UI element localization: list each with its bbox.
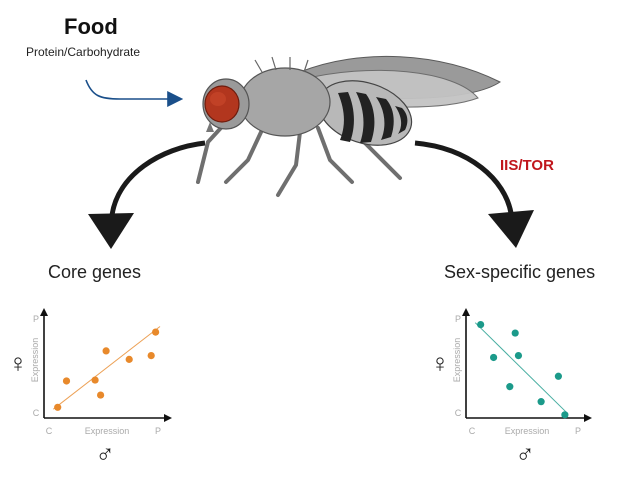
trend-line xyxy=(474,322,568,414)
y-tick-top: P xyxy=(455,314,461,324)
core-genes-chart: ♀ ♂ Expression Expression P C C P xyxy=(8,308,172,468)
right-branch-arrow xyxy=(414,140,534,248)
data-point xyxy=(537,398,545,406)
data-point xyxy=(152,328,160,336)
x-axis-arrowhead xyxy=(584,414,592,422)
y-axis-label: Expression xyxy=(30,338,40,383)
food-arrow xyxy=(85,79,184,107)
left-branch-arrow xyxy=(88,140,206,249)
data-point xyxy=(514,352,523,360)
y-axis-arrowhead xyxy=(462,308,470,316)
y-axis-arrowhead xyxy=(40,308,48,316)
x-tick-left: C xyxy=(469,426,476,436)
data-point xyxy=(554,372,562,380)
food-subtitle: Protein/Carbohydrate xyxy=(26,45,141,59)
sex-specific-genes-chart: ♀ ♂ Expression Expression P C C P xyxy=(430,308,592,468)
y-tick-bottom: C xyxy=(33,408,40,418)
fly-icon xyxy=(196,55,501,197)
x-symbol: ♂ xyxy=(95,438,115,468)
trend-line xyxy=(52,326,161,410)
food-title: Food xyxy=(64,14,118,39)
y-axis-label: Expression xyxy=(452,338,462,383)
y-symbol: ♀ xyxy=(8,348,28,378)
data-point xyxy=(477,320,485,329)
data-point xyxy=(506,383,514,391)
y-tick-bottom: C xyxy=(455,408,462,418)
x-tick-right: P xyxy=(155,426,161,436)
data-point xyxy=(97,391,105,399)
data-point xyxy=(125,355,133,363)
sex-specific-genes-title: Sex-specific genes xyxy=(444,262,596,282)
core-genes-title: Core genes xyxy=(48,262,142,282)
pathway-label: IIS/TOR xyxy=(500,157,554,174)
x-symbol: ♂ xyxy=(515,438,535,468)
data-point xyxy=(91,376,99,384)
data-point xyxy=(511,329,519,337)
x-axis-arrowhead xyxy=(164,414,172,422)
data-point xyxy=(102,347,110,355)
data-point xyxy=(54,403,62,411)
data-point xyxy=(561,411,569,419)
data-point xyxy=(490,353,498,362)
y-tick-top: P xyxy=(33,314,39,324)
data-point xyxy=(62,377,71,385)
x-axis-label: Expression xyxy=(505,426,550,436)
x-axis-label: Expression xyxy=(85,426,130,436)
data-point xyxy=(147,352,155,360)
x-tick-left: C xyxy=(46,426,53,436)
y-symbol: ♀ xyxy=(430,348,450,378)
x-tick-right: P xyxy=(575,426,581,436)
